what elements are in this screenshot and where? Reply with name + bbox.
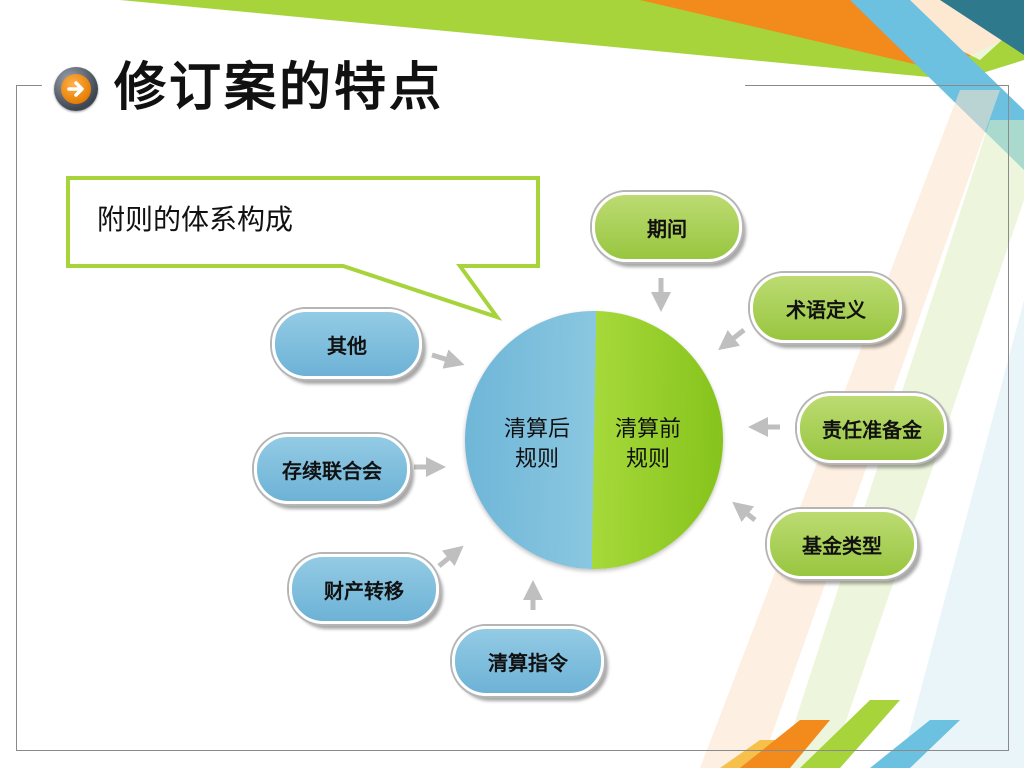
- node-qingsuan-zhiling: 清算指令: [452, 626, 604, 696]
- center-left-line2: 规则: [487, 445, 587, 475]
- center-right-label: 清算前 规则: [598, 415, 698, 475]
- center-left-line1: 清算后: [487, 415, 587, 445]
- node-shuyu: 术语定义: [750, 273, 902, 343]
- center-right-line2: 规则: [598, 445, 698, 475]
- arrow-from-shuyu: [726, 330, 744, 344]
- node-caichan: 财产转移: [289, 554, 439, 624]
- arrow-from-qita: [432, 355, 455, 362]
- node-cunxu: 存续联合会: [254, 434, 410, 504]
- callout-text: 附则的体系构成: [97, 198, 293, 238]
- arrow-from-jijin: [740, 508, 755, 520]
- node-jijin: 基金类型: [767, 509, 917, 579]
- arrow-from-caichan: [439, 552, 456, 566]
- node-qita: 其他: [272, 309, 422, 379]
- center-left-label: 清算后 规则: [487, 415, 587, 475]
- center-right-line1: 清算前: [598, 415, 698, 445]
- node-qijian: 期间: [592, 192, 742, 262]
- node-zeren: 责任准备金: [797, 393, 947, 463]
